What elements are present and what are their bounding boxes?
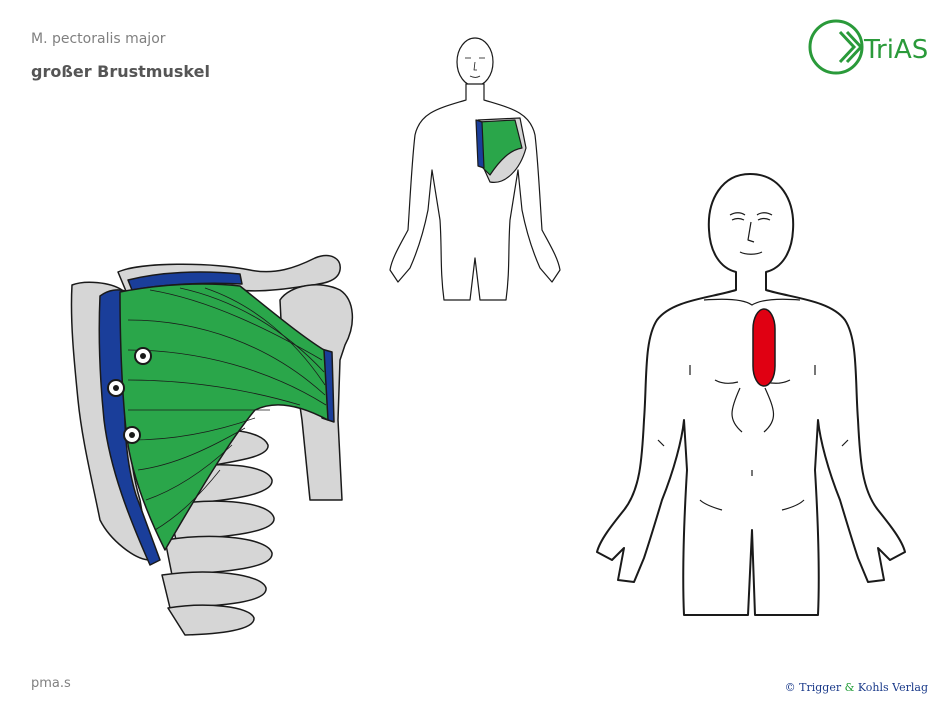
pain-zone [752,308,776,387]
small-body-figure [389,37,561,301]
trigger-points [107,347,152,444]
small-figure-muscle [477,119,523,176]
muscle-code: pma.s [31,676,71,691]
large-figure-face [729,212,773,255]
small-figure-body [389,83,561,301]
trigger-point-1[interactable] [134,347,152,365]
german-muscle-name: großer Brustmuskel [31,62,210,81]
trigger-point-2[interactable] [107,379,125,397]
large-figure-head [596,173,906,616]
trias-logo: TriAS [806,18,936,76]
small-figure-attachment [475,119,485,169]
large-body-figure [596,173,906,616]
logo-text: TriAS [863,35,928,65]
muscle-fibers [127,287,327,531]
small-figure-face [465,57,485,78]
copyright-amp: & [844,681,855,694]
trigger-point-3[interactable] [123,426,141,444]
large-figure-torso-lines [657,298,849,511]
latin-muscle-name: M. pectoralis major [31,31,166,47]
shoulder-detail [70,254,354,636]
trias-logo-mark: TriAS [808,19,928,75]
copyright-suffix: Kohls Verlag [854,681,928,694]
copyright-notice: © Trigger & Kohls Verlag [785,681,928,694]
copyright-prefix: © Trigger [784,681,845,694]
